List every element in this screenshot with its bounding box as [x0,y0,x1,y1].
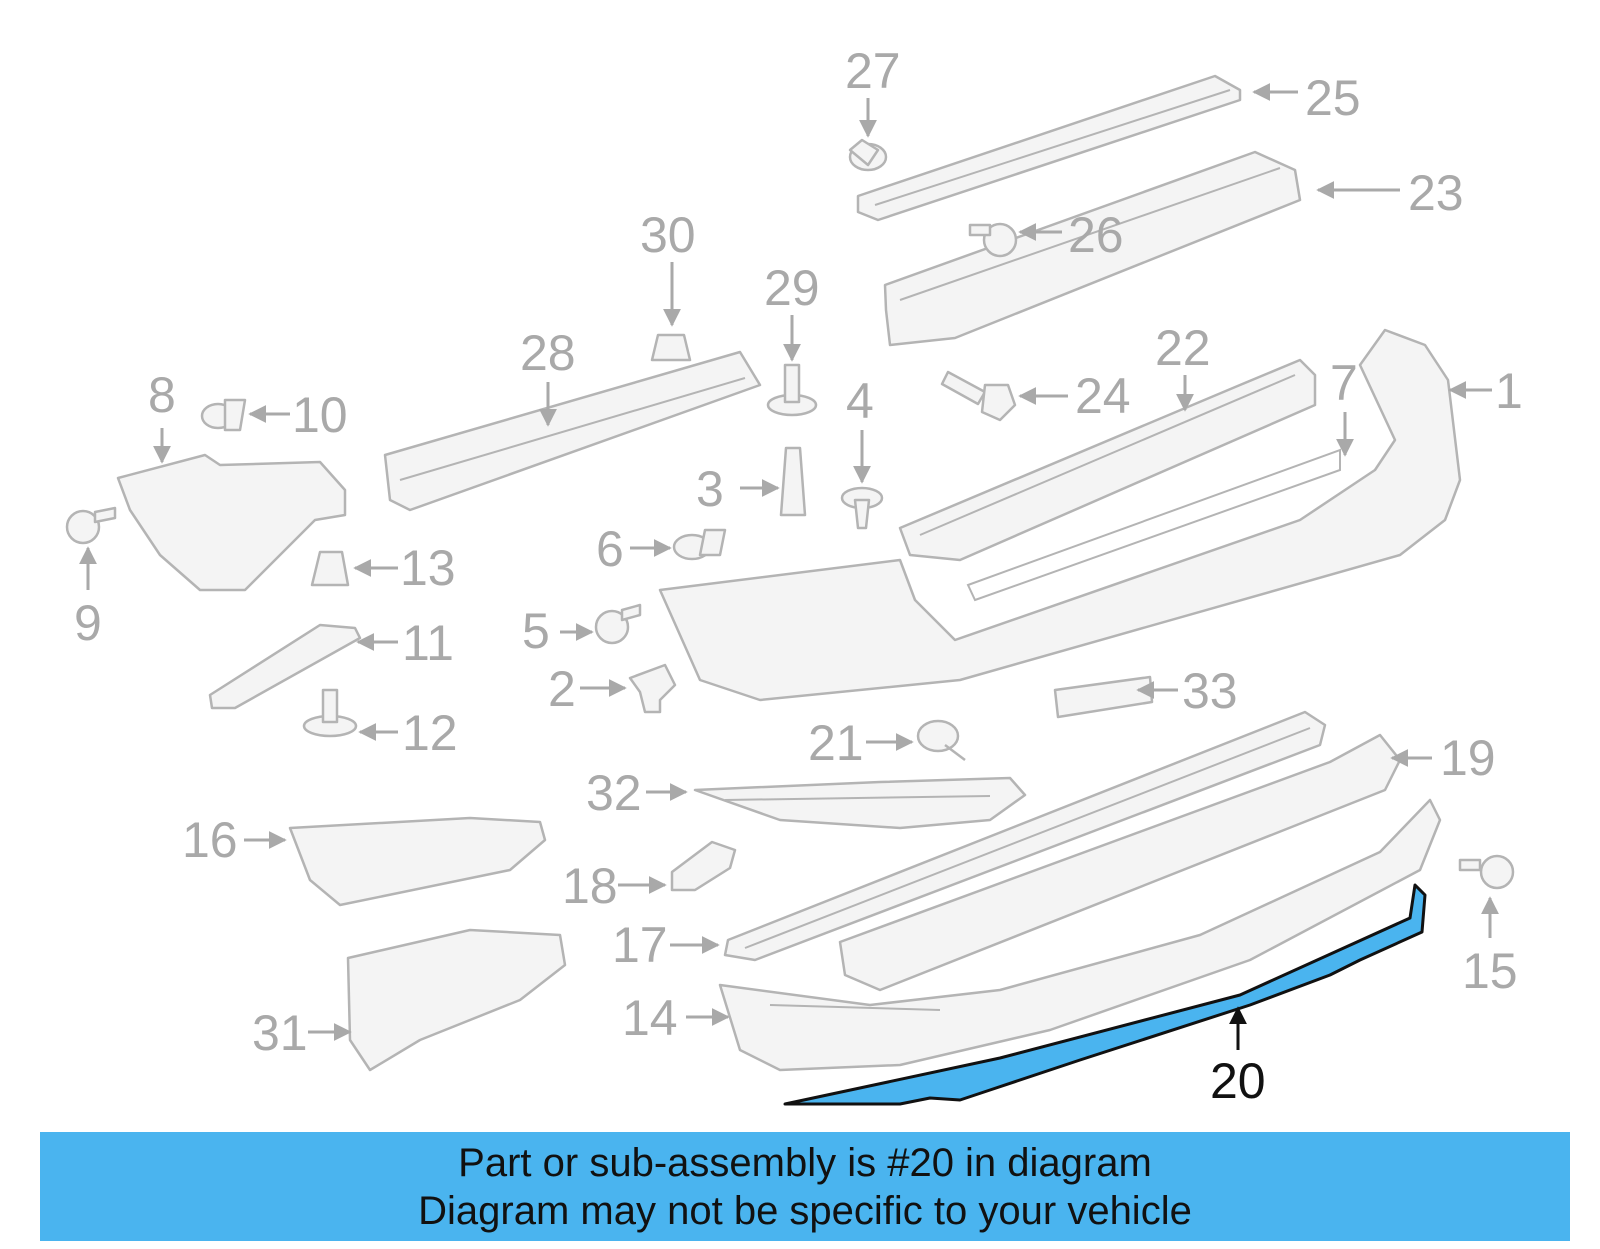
callout-23: 23 [1408,165,1464,221]
part-21-bulb [916,719,966,761]
part-26-screw [968,222,1018,258]
callout-4: 4 [846,373,874,429]
callout-20: 20 [1210,1053,1266,1109]
part-17-retainer [723,710,1327,962]
callout-15: 15 [1462,943,1518,999]
part-14-valance [718,798,1442,1072]
part-8-side-bracket [116,453,347,592]
part-32-lamp [693,776,1027,830]
callout-9: 9 [74,595,102,651]
part-20-highlighted [783,883,1427,1106]
part-29-pin [766,363,818,417]
callout-33: 33 [1182,663,1238,719]
parts-diagram: 27 25 23 26 30 29 22 28 7 8 10 4 24 1 3 … [65,43,1523,1109]
callout-6: 6 [596,521,624,577]
callout-29: 29 [764,260,820,316]
part-3-pushpin [779,446,807,517]
part-9-screw [65,506,117,545]
part-2-clip [628,663,677,714]
callout-25: 25 [1305,70,1361,126]
callout-18: 18 [562,858,618,914]
part-27-clip [848,138,888,172]
part-5-screw [594,603,642,645]
banner-line-part: Part or sub-assembly is #20 in diagram [458,1140,1152,1185]
callout-1: 1 [1495,363,1523,419]
part-15-screw [1458,854,1515,890]
part-10-grommet [200,398,247,432]
callout-24: 24 [1075,368,1131,424]
callout-5: 5 [522,603,550,659]
callout-28: 28 [520,325,576,381]
part-19-lower-bracket [838,733,1402,992]
callout-27: 27 [845,43,901,99]
part-30-nut [650,333,692,362]
info-banner: Part or sub-assembly is #20 in diagram D… [40,1132,1570,1241]
part-31-bracket [346,928,567,1072]
callout-2: 2 [548,661,576,717]
callout-8: 8 [148,367,176,423]
callout-22: 22 [1155,320,1211,376]
callout-10: 10 [292,387,348,443]
callout-7: 7 [1330,355,1358,411]
part-24-bolt [940,370,1017,422]
callout-labels: 27 25 23 26 30 29 22 28 7 8 10 4 24 1 3 … [74,43,1523,1109]
part-23-reinforcement [883,150,1302,347]
part-6-grommet [672,528,727,561]
callout-12: 12 [402,705,458,761]
callout-17: 17 [612,917,668,973]
banner-line-disclaimer: Diagram may not be specific to your vehi… [418,1188,1192,1233]
callout-16: 16 [182,812,238,868]
callout-arrows [79,83,1499,1050]
callout-32: 32 [586,765,642,821]
callout-21: 21 [808,715,864,771]
part-22-absorber [898,358,1317,562]
part-33-reflector [1053,675,1154,719]
part-25-strip [856,74,1242,222]
part-16-bracket [288,816,547,907]
callout-30: 30 [640,207,696,263]
callout-13: 13 [400,540,456,596]
part-4-clip [840,486,884,530]
part-12-screw [302,688,358,738]
callout-31: 31 [252,1005,308,1061]
part-13-nut [310,550,350,587]
part-18-bracket [670,840,737,892]
callout-19: 19 [1440,730,1496,786]
callout-26: 26 [1068,207,1124,263]
callout-3: 3 [696,461,724,517]
callout-14: 14 [622,990,678,1046]
callout-11: 11 [402,615,454,671]
part-28-bracket [383,350,762,512]
